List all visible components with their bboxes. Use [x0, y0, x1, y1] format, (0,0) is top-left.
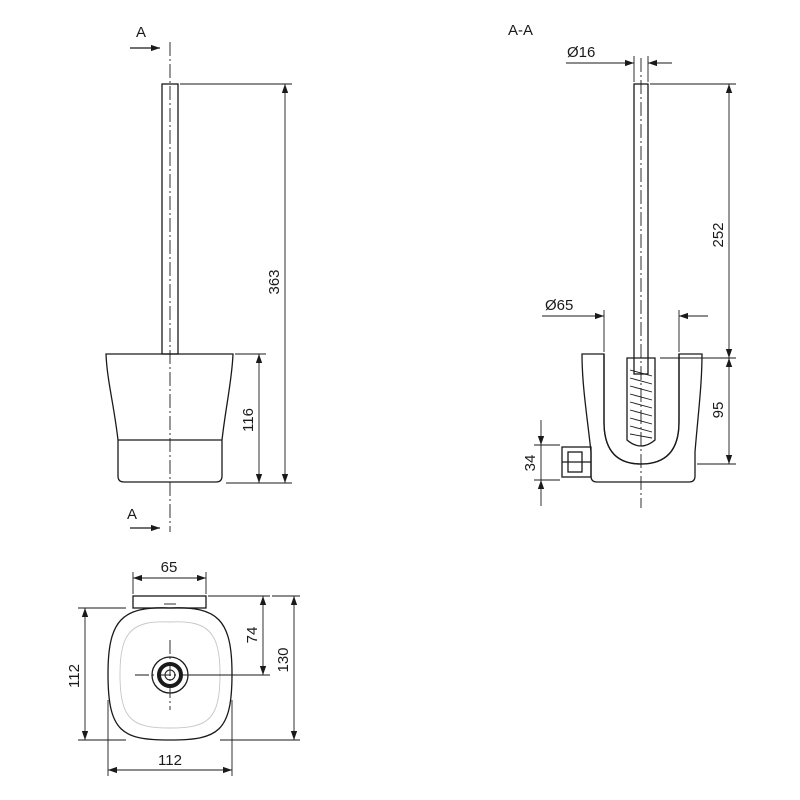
dim-total-depth: 130	[275, 647, 292, 672]
dim-mount-height: 34	[522, 455, 539, 472]
dim-bottom-width: 112	[158, 752, 182, 769]
section-title: A-A	[508, 22, 533, 39]
dim-inner-diameter: Ø65	[545, 297, 573, 314]
section-marker-top: A	[136, 24, 146, 41]
wall-mount	[561, 446, 592, 478]
top-holder-inner	[119, 621, 221, 729]
section-marker-bottom: A	[127, 506, 137, 523]
top-wall-mount	[132, 595, 207, 609]
front-view: A A 363 116	[105, 24, 292, 532]
dim-depth-to-axis: 74	[244, 627, 261, 644]
brush-head	[626, 357, 656, 447]
holder-body	[105, 353, 234, 483]
dim-total-height: 363	[266, 269, 283, 294]
dim-handle-diameter: Ø16	[567, 44, 595, 61]
dim-base-height: 116	[240, 408, 257, 432]
top-holder-outline	[107, 607, 233, 741]
dim-left-height: 112	[66, 664, 83, 688]
section-view: A-A Ø16	[508, 22, 736, 508]
dim-mount-width: 65	[161, 559, 178, 576]
top-view: 65 74 130 112 112	[66, 559, 300, 776]
cup-inner-wall	[603, 354, 680, 465]
dim-handle-length: 252	[710, 222, 727, 247]
dim-holder-height: 95	[710, 402, 727, 419]
